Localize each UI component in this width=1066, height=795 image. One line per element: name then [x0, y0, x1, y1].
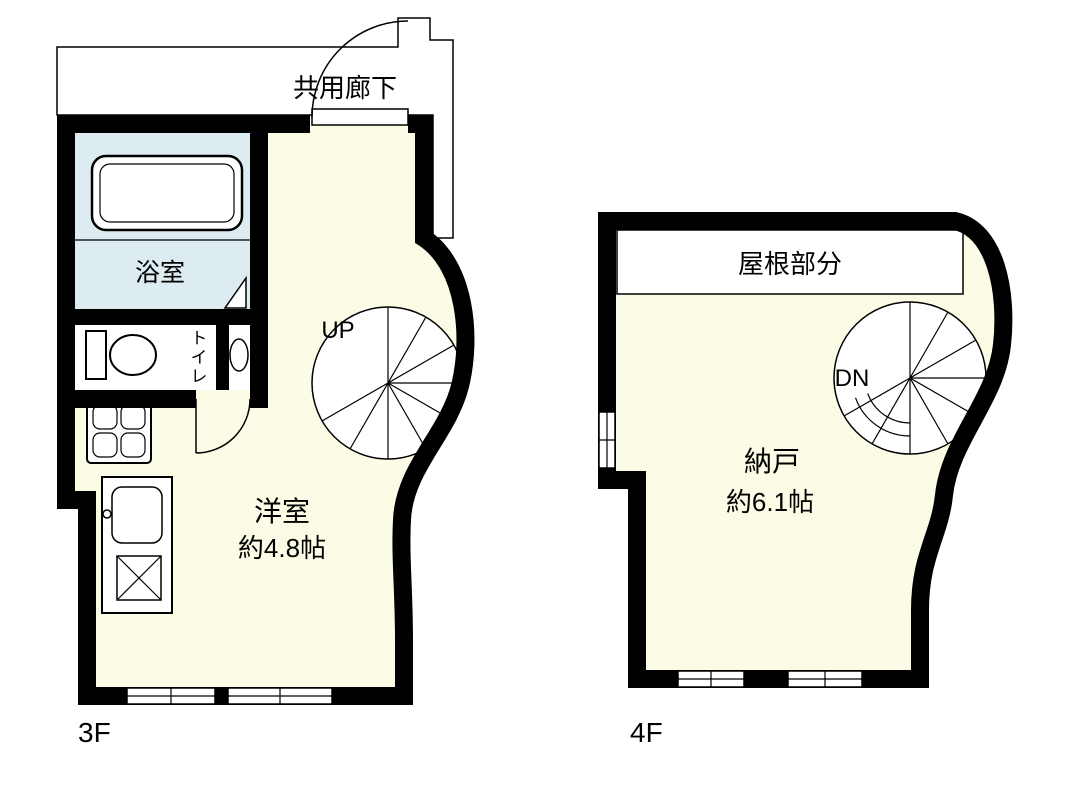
bath-door-triangle-icon: [223, 275, 247, 309]
roof-label: 屋根部分: [738, 249, 842, 279]
floor-label-3f: 3F: [78, 717, 111, 748]
stair-rail-arc: [867, 393, 911, 424]
stair-tread-line: [349, 382, 389, 450]
window-mullion: [127, 688, 215, 704]
room-area-3f: 約4.8帖: [238, 533, 326, 563]
toilet-bowl-icon: [109, 334, 157, 376]
stair-tread-line: [909, 339, 977, 379]
stair-tread-line: [909, 377, 949, 445]
room-name-4f: 納戸: [744, 446, 800, 477]
stair-tread-line: [909, 377, 977, 417]
toilet-tank-icon: [85, 330, 107, 380]
stair-up-label: UP: [321, 317, 354, 344]
window-mullion: [678, 671, 744, 687]
outer-wall-3f: [57, 115, 475, 705]
stair-treads-4f: [843, 302, 986, 454]
stair-tread-line: [321, 382, 389, 422]
entrance-door-leaf: [311, 108, 409, 126]
stove-burner-icon: [120, 432, 146, 458]
stair-tread-line: [387, 382, 427, 450]
entrance-door-arc: [311, 20, 409, 118]
window-mullion: [599, 412, 615, 468]
kitchen-sink-icon: [111, 486, 163, 544]
floor-plan-3f: 共用廊下 浴室 トイレ UP: [56, 17, 475, 748]
stair-tread-line: [871, 377, 911, 445]
stair-tread-line: [387, 344, 455, 384]
bathtub-icon: [90, 154, 244, 232]
interior-door-arc: [195, 398, 251, 454]
window-mullion: [228, 688, 332, 704]
window-mullion: [788, 671, 862, 687]
drain-pan-cross-icon: [116, 555, 162, 601]
bathroom-label: 浴室: [135, 259, 185, 287]
wash-basin-icon: [229, 338, 249, 372]
floor-plan-4f: 屋根部分 DN 納戸 約6.1帖 4F: [598, 212, 1013, 748]
bathtub-inner-icon: [99, 163, 235, 223]
corridor-label: 共用廊下: [293, 73, 397, 103]
stair-tread-line: [843, 377, 911, 417]
roof-band: [616, 229, 964, 295]
outer-wall-4f: [598, 212, 1013, 688]
toilet-label: トイレ: [188, 329, 207, 386]
faucet-icon: [102, 509, 112, 519]
stair-tread-line: [909, 311, 949, 379]
toilet-divider-wall: [216, 325, 229, 390]
room-area-4f: 約6.1帖: [726, 487, 814, 517]
stair-dn-label: DN: [835, 365, 870, 392]
floor-label-4f: 4F: [630, 717, 663, 748]
stove-burner-icon: [92, 432, 118, 458]
stair-tread-line: [387, 316, 427, 384]
room-name-3f: 洋室: [254, 496, 310, 527]
stove-icon: [86, 398, 152, 464]
stair-rail-arc: [854, 397, 911, 437]
